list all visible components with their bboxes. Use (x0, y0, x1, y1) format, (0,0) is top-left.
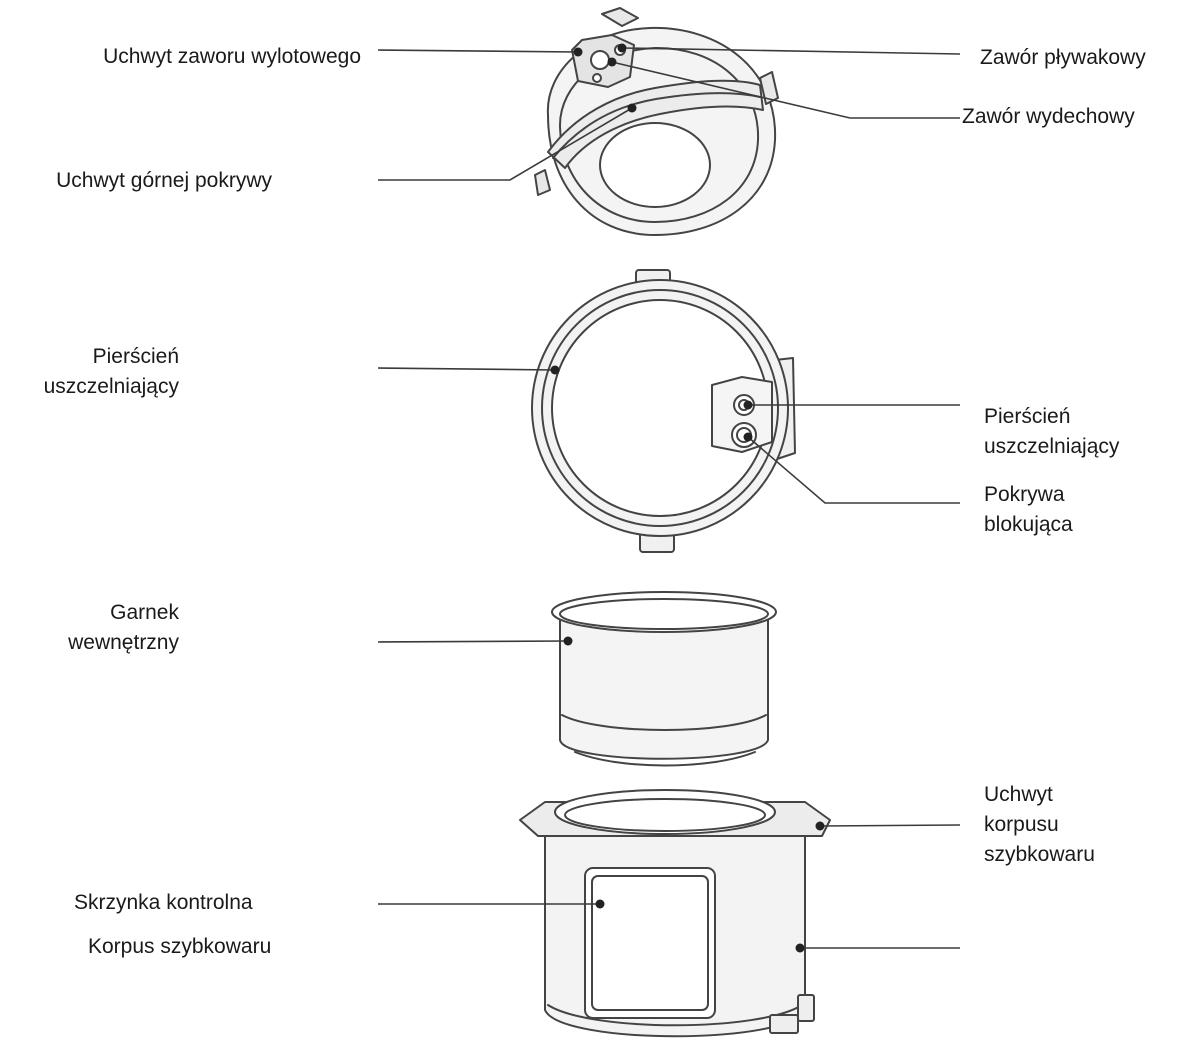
inner-pot (551, 591, 777, 767)
dot-sealing-ring-right (743, 400, 753, 410)
label-sealing-ring-right: Pierścień uszczelniający (984, 402, 1119, 462)
leader-top-lid-handle (378, 107, 633, 181)
label-cooker-body: Korpus szybkowaru (88, 932, 271, 962)
dot-cooker-body (795, 943, 805, 953)
leader-inner-pot (377, 640, 569, 643)
leader-locking-cover (747, 436, 960, 504)
label-text: korpusu (984, 813, 1059, 836)
dot-locking-cover (743, 432, 753, 442)
label-text: Pierścień (92, 345, 179, 368)
label-float-valve: Zawór pływakowy (980, 43, 1146, 73)
dot-inner-pot (563, 636, 573, 646)
inner-lid (531, 269, 796, 553)
dot-top-lid-handle (627, 103, 637, 113)
label-text: blokująca (984, 513, 1073, 536)
label-text: Pierścień (984, 405, 1071, 428)
label-text: wewnętrzny (68, 631, 179, 654)
label-text: Korpus szybkowaru (88, 935, 272, 958)
label-body-handle: Uchwyt korpusu szybkowaru (984, 780, 1095, 870)
dot-exhaust-valve-handle (573, 47, 583, 57)
dot-control-box (595, 899, 605, 909)
label-text: Zawór wydechowy (962, 105, 1135, 128)
top-lid (534, 7, 779, 236)
leader-steam-valve (611, 61, 960, 119)
label-text: Skrzynka kontrolna (74, 891, 253, 914)
dot-float-valve (617, 43, 627, 53)
dot-steam-valve (607, 57, 617, 67)
dot-sealing-ring-left (550, 365, 560, 375)
label-text: uszczelniający (43, 375, 179, 398)
leader-body-handle (819, 824, 961, 827)
label-text: szybkowaru (984, 843, 1095, 866)
leader-float-valve (621, 47, 961, 55)
label-text: uszczelniający (984, 435, 1120, 458)
leader-exhaust-valve-handle (377, 49, 579, 53)
label-text: Pokrywa (984, 483, 1065, 506)
leader-sealing-ring-left (377, 367, 556, 371)
label-top-lid-handle: Uchwyt górnej pokrywy (56, 166, 272, 196)
label-text: Garnek (110, 601, 179, 624)
label-control-box: Skrzynka kontrolna (74, 888, 253, 918)
leader-dots (550, 43, 825, 953)
label-inner-pot: Garnek wewnętrzny (68, 598, 179, 658)
label-text: Uchwyt górnej pokrywy (56, 169, 272, 192)
leader-lines (377, 47, 961, 949)
label-text: Uchwyt zaworu wylotowego (103, 45, 361, 68)
label-text: Uchwyt (984, 783, 1053, 806)
label-steam-valve: Zawór wydechowy (962, 102, 1135, 132)
label-locking-cover: Pokrywa blokująca (984, 480, 1073, 540)
label-sealing-ring-left: Pierścień uszczelniający (44, 342, 179, 402)
label-text: Zawór pływakowy (980, 46, 1146, 69)
dot-body-handle (815, 821, 825, 831)
label-exhaust-valve-handle: Uchwyt zaworu wylotowego (103, 42, 361, 72)
cooker-body (519, 789, 831, 1038)
